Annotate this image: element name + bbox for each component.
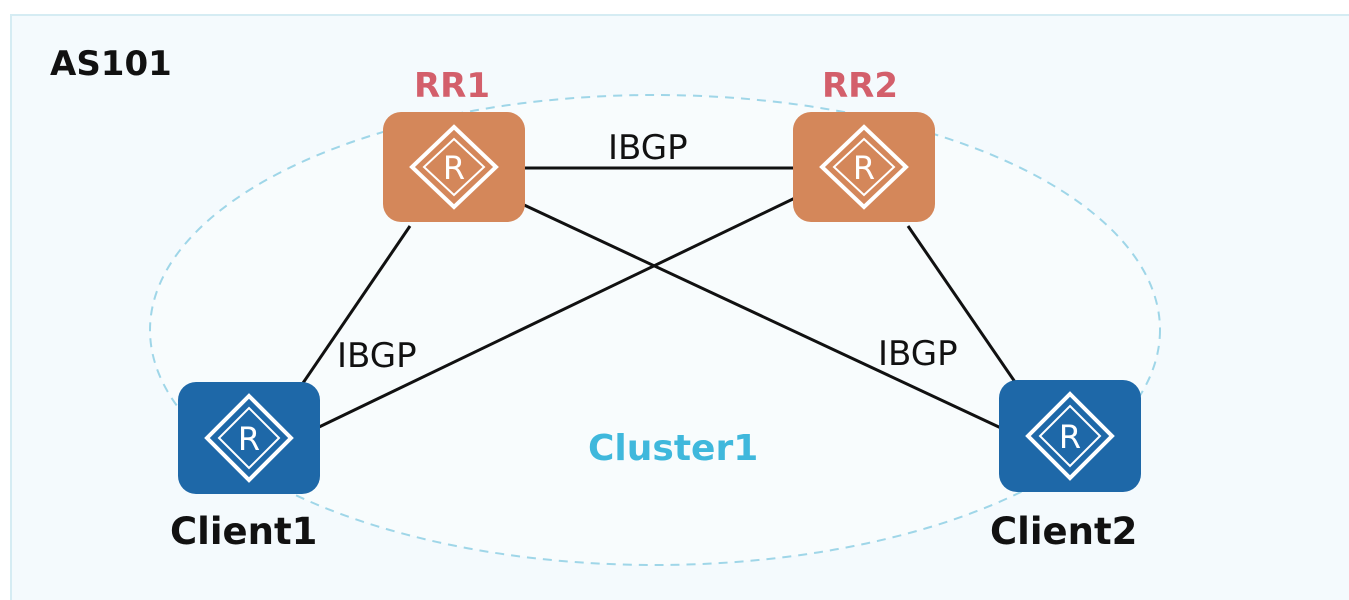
router-icon: R — [819, 124, 909, 210]
link-rr2-client1 — [316, 196, 796, 430]
router-glyph: R — [443, 149, 465, 187]
link-rr1-client1 — [301, 225, 412, 384]
rr1-router[interactable]: R — [383, 112, 525, 222]
cluster-label: Cluster1 — [588, 428, 759, 469]
link-rr1-client2 — [521, 202, 1002, 430]
client2-label: Client2 — [990, 510, 1138, 553]
ibgp-label-rr1-rr2: IBGP — [608, 128, 688, 168]
link-rr2-client2 — [906, 225, 1017, 383]
router-icon: R — [204, 393, 294, 483]
client1-router[interactable]: R — [178, 382, 320, 494]
as-label: AS101 — [50, 44, 172, 84]
rr2-label: RR2 — [822, 66, 899, 106]
router-icon: R — [1025, 391, 1115, 481]
router-glyph: R — [238, 420, 260, 458]
router-glyph: R — [1059, 418, 1081, 456]
rr1-label: RR1 — [414, 66, 491, 106]
client1-label: Client1 — [170, 510, 318, 553]
router-icon: R — [409, 124, 499, 210]
ibgp-label-right: IBGP — [878, 334, 958, 374]
client2-router[interactable]: R — [999, 380, 1141, 492]
ibgp-label-left: IBGP — [337, 336, 417, 376]
router-glyph: R — [853, 149, 875, 187]
rr2-router[interactable]: R — [793, 112, 935, 222]
